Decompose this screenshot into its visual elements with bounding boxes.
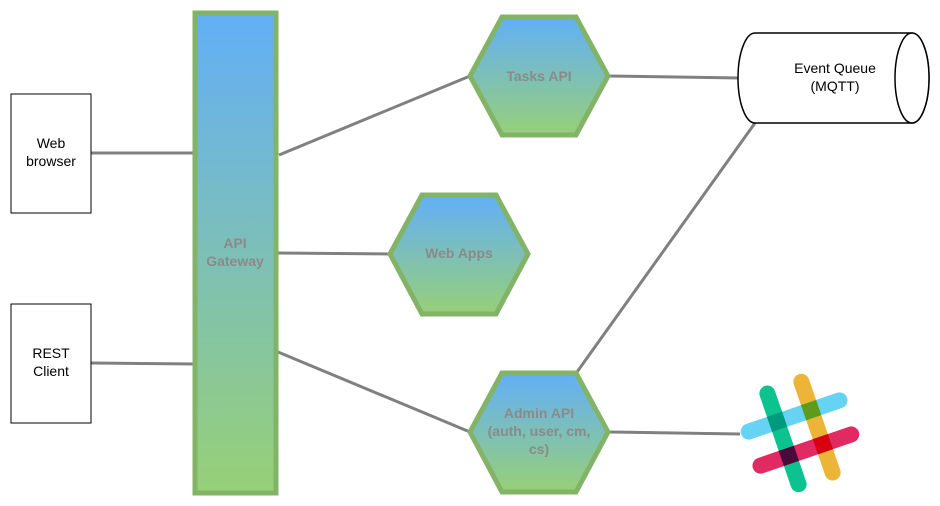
api-gateway-node[interactable]: API Gateway: [192, 10, 279, 496]
slack-icon[interactable]: [739, 372, 861, 494]
web-apps-node[interactable]: Web Apps: [387, 192, 531, 317]
admin-api-label-line3: cs): [529, 441, 549, 457]
web-apps-label: Web Apps: [425, 245, 493, 261]
edge-tasks-api-event-queue: [607, 74, 741, 80]
edge-gateway-web-apps: [275, 251, 391, 256]
web-browser-node[interactable]: Web browser: [10, 93, 92, 214]
web-browser-label-line2: browser: [26, 153, 76, 169]
rest-client-label-line1: REST: [32, 345, 70, 361]
tasks-api-node[interactable]: Tasks API: [467, 14, 611, 138]
edge-gateway-admin-api: [277, 350, 471, 434]
rest-client-node[interactable]: REST Client: [10, 303, 92, 424]
edge-admin-api-slack: [609, 430, 741, 436]
admin-api-label-line2: (auth, user, cm,: [488, 423, 591, 439]
api-gateway-label-line1: API: [223, 235, 246, 251]
event-queue-label-line2: (MQTT): [811, 78, 860, 94]
edges: [90, 74, 757, 436]
tasks-api-label: Tasks API: [506, 68, 571, 84]
admin-api-node[interactable]: Admin API (auth, user, cm, cs): [467, 370, 611, 495]
web-browser-label-line1: Web: [37, 135, 66, 151]
edge-admin-api-event-queue: [575, 122, 757, 373]
api-gateway-label-line2: Gateway: [206, 253, 264, 269]
admin-api-label-line1: Admin API: [504, 405, 574, 421]
edge-gateway-tasks-api: [278, 74, 471, 157]
event-queue-label-line1: Event Queue: [794, 60, 876, 76]
rest-client-label-line2: Client: [33, 363, 69, 379]
edge-rest-client-gateway: [90, 361, 197, 366]
event-queue-node[interactable]: Event Queue (MQTT): [737, 32, 930, 124]
